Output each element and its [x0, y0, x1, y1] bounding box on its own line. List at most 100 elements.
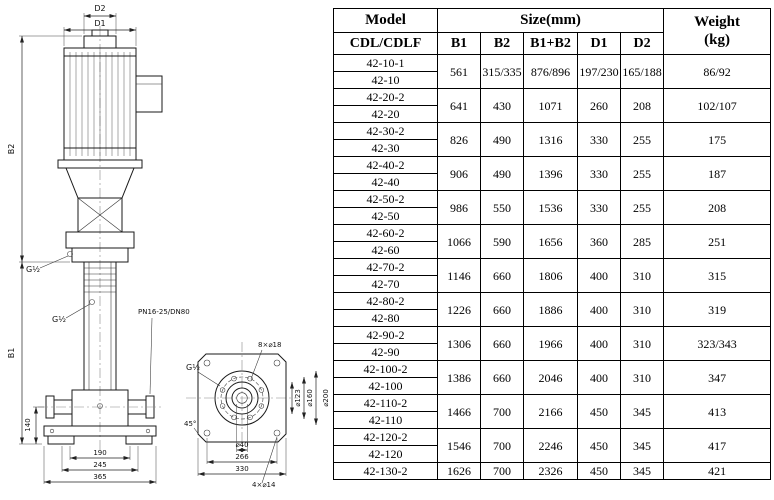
value-cell-d1: 400	[577, 326, 621, 361]
model-cell: 42-130-2	[333, 462, 438, 480]
value-cell-d2: 310	[619, 292, 665, 327]
value-cell-sum: 2246	[523, 428, 578, 463]
dim-label-190: 190	[93, 449, 106, 457]
dim-label-g-half-flange: G½	[186, 363, 200, 372]
motor-junction-box	[135, 75, 163, 113]
header-weight-unit: (kg)	[704, 31, 730, 48]
value-cell-d1: 400	[577, 258, 621, 293]
dim-label-dia200: ⌀200	[322, 389, 330, 407]
value-cell-d1: 260	[577, 88, 621, 123]
value-cell-b1: 561	[437, 54, 481, 89]
value-cell-b2: 660	[480, 360, 524, 395]
header-col-b1b2: B1+B2	[523, 32, 578, 55]
pump-base	[43, 425, 157, 437]
dim-label-140: 140	[24, 418, 32, 431]
value-cell-b2: 430	[480, 88, 524, 123]
table-row: 42-110	[333, 411, 771, 429]
flange-outer-circle	[214, 370, 270, 426]
model-cell: 42-70-2	[333, 258, 438, 276]
flange-spec-label: PN16-25/DN80	[138, 308, 190, 316]
value-cell-b2: 550	[480, 190, 524, 225]
value-cell-b1: 1066	[437, 224, 481, 259]
header-col-d2: D2	[619, 32, 665, 55]
value-cell-d1: 450	[577, 394, 621, 429]
model-cell: 42-80-2	[333, 292, 438, 310]
value-cell-b1: 1546	[437, 428, 481, 463]
value-cell-w: 86/92	[663, 54, 772, 89]
value-cell-b1: 986	[437, 190, 481, 225]
model-cell: 42-50	[333, 207, 438, 225]
header-col-d1: D1	[577, 32, 621, 55]
value-cell-b2: 660	[480, 292, 524, 327]
value-cell-b1: 641	[437, 88, 481, 123]
value-cell-d1: 400	[577, 292, 621, 327]
value-cell-d2: 310	[619, 360, 665, 395]
model-cell: 42-100-2	[333, 360, 438, 378]
dimension-table: Model Size(mm) Weight(kg) CDL/CDLF B1 B2…	[333, 8, 772, 480]
dim-label-45deg: 45°	[184, 420, 196, 428]
value-cell-d2: 345	[619, 394, 665, 429]
value-cell-sum: 2166	[523, 394, 578, 429]
value-cell-d2: 345	[619, 428, 665, 463]
value-cell-w: 421	[663, 462, 772, 480]
model-cell: 42-70	[333, 275, 438, 293]
value-cell-d2: 310	[619, 326, 665, 361]
model-cell: 42-90-2	[333, 326, 438, 344]
model-cell: 42-30	[333, 139, 438, 157]
dim-label-dia123: ⌀123	[294, 389, 302, 407]
value-cell-b2: 590	[480, 224, 524, 259]
dim-label-g-half-head: G½	[26, 265, 40, 274]
value-cell-b2: 700	[480, 428, 524, 463]
value-cell-d1: 330	[577, 190, 621, 225]
dim-label-245: 245	[93, 461, 106, 469]
value-cell-b1: 1626	[437, 462, 481, 480]
value-cell-d2: 345	[619, 462, 665, 480]
value-cell-b1: 1386	[437, 360, 481, 395]
value-cell-w: 315	[663, 258, 772, 293]
model-cell: 42-20	[333, 105, 438, 123]
value-cell-w: 413	[663, 394, 772, 429]
dim-label-dia40: ⌀40	[235, 441, 248, 449]
table-header-row-2: CDL/CDLF B1 B2 B1+B2 D1 D2	[333, 32, 771, 55]
dim-label-b1: B1	[7, 348, 16, 359]
model-cell: 42-10-1	[333, 54, 438, 72]
pump-front-view	[38, 26, 163, 452]
value-cell-b2: 490	[480, 122, 524, 157]
model-cell: 42-110-2	[333, 394, 438, 412]
value-cell-sum: 876/896	[523, 54, 578, 89]
header-col-b1: B1	[437, 32, 481, 55]
value-cell-sum: 1966	[523, 326, 578, 361]
value-cell-b1: 1146	[437, 258, 481, 293]
table-header-row-1: Model Size(mm) Weight(kg)	[333, 8, 772, 55]
model-cell: 42-110	[333, 411, 438, 429]
model-cell: 42-20-2	[333, 88, 438, 106]
value-cell-b2: 660	[480, 326, 524, 361]
front-view-dimensions: D2 D1 B2 B1 140 190	[7, 4, 190, 484]
header-model: Model	[333, 8, 438, 33]
value-cell-b1: 826	[437, 122, 481, 157]
value-cell-d2: 208	[619, 88, 665, 123]
value-cell-d1: 450	[577, 428, 621, 463]
value-cell-b2: 315/335	[480, 54, 524, 89]
dimension-table-wrap: Model Size(mm) Weight(kg) CDL/CDLF B1 B2…	[333, 0, 774, 500]
value-cell-b1: 1226	[437, 292, 481, 327]
value-cell-w: 187	[663, 156, 772, 191]
value-cell-b2: 660	[480, 258, 524, 293]
value-cell-sum: 1071	[523, 88, 578, 123]
value-cell-b1: 906	[437, 156, 481, 191]
table-row: 42-20	[333, 105, 771, 123]
value-cell-b2: 700	[480, 462, 524, 480]
dim-label-bolt8: 8×⌀18	[258, 341, 281, 349]
model-cell: 42-90	[333, 343, 438, 361]
value-cell-sum: 2326	[523, 462, 578, 480]
value-cell-d1: 400	[577, 360, 621, 395]
value-cell-sum: 1536	[523, 190, 578, 225]
